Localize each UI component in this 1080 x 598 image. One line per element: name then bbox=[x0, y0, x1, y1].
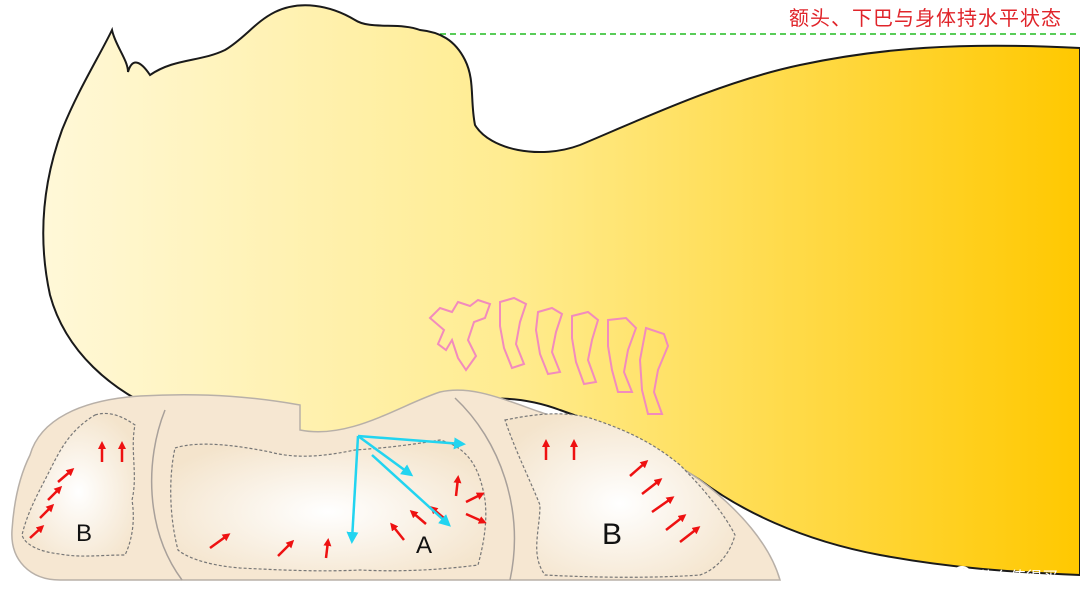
pillow-divider-left bbox=[150, 409, 183, 581]
watermark-text: 什么值得买 bbox=[977, 568, 1058, 587]
watermark-logo-icon: 值 bbox=[951, 566, 972, 586]
region-b-right-inner bbox=[504, 413, 736, 578]
force-arrows bbox=[29, 439, 701, 559]
watermark: 值 什么值得买 bbox=[951, 564, 1058, 588]
pillow-divider-right bbox=[454, 397, 516, 581]
label-center-a: A bbox=[416, 532, 433, 559]
support-arrows bbox=[346, 434, 466, 544]
label-right-b: B bbox=[602, 518, 623, 551]
region-b-left-inner bbox=[21, 412, 136, 557]
label-left-b: B bbox=[76, 520, 93, 547]
posture-caption: 额头、下巴与身体持水平状态 bbox=[789, 6, 1062, 30]
cervical-spine bbox=[428, 296, 670, 415]
region-a-inner bbox=[170, 439, 487, 572]
